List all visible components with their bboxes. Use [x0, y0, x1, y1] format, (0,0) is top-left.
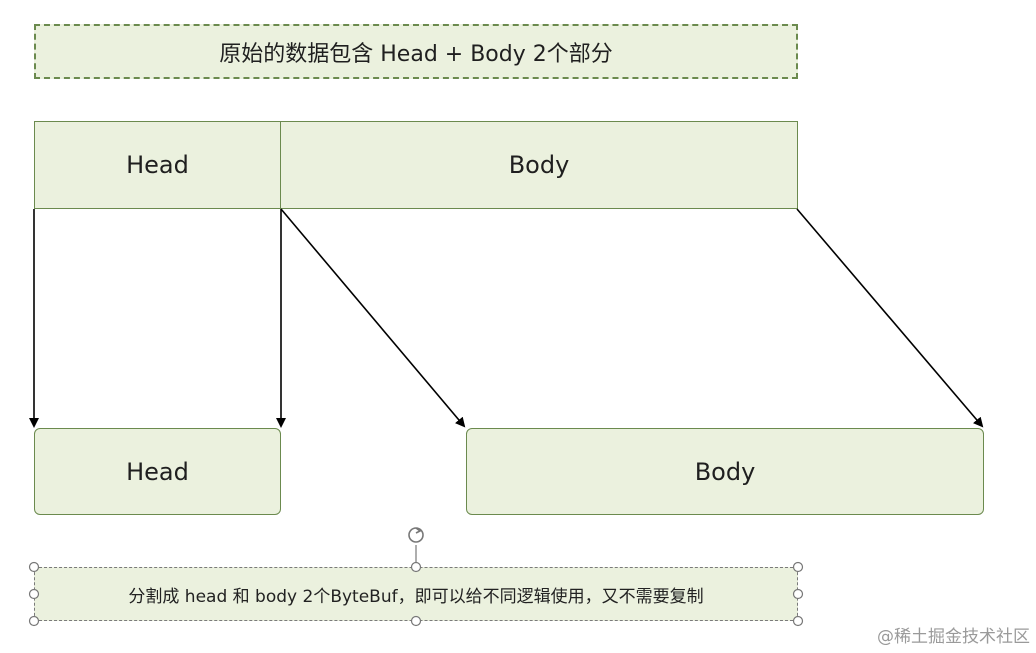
split-body-buffer: Body [466, 428, 984, 515]
arrow-body-left [280, 208, 466, 428]
caption-box[interactable]: 分割成 head 和 body 2个ByteBuf，即可以给不同逻辑使用，又不需… [34, 567, 798, 621]
title-text: 原始的数据包含 Head + Body 2个部分 [219, 41, 613, 67]
split-head-label: Head [126, 457, 189, 486]
title-box: 原始的数据包含 Head + Body 2个部分 [34, 24, 798, 79]
rotate-handle-icon[interactable] [408, 527, 424, 543]
split-body-label: Body [694, 457, 756, 486]
original-body-label: Body [508, 151, 570, 179]
original-head-label: Head [126, 151, 189, 179]
caption-text: 分割成 head 和 body 2个ByteBuf，即可以给不同逻辑使用，又不需… [128, 586, 704, 607]
arrow-body-right [796, 208, 984, 428]
watermark: @稀土掘金技术社区 [877, 627, 1030, 647]
original-body-segment: Body [280, 121, 798, 209]
split-head-buffer: Head [34, 428, 281, 515]
original-head-segment: Head [34, 121, 281, 209]
